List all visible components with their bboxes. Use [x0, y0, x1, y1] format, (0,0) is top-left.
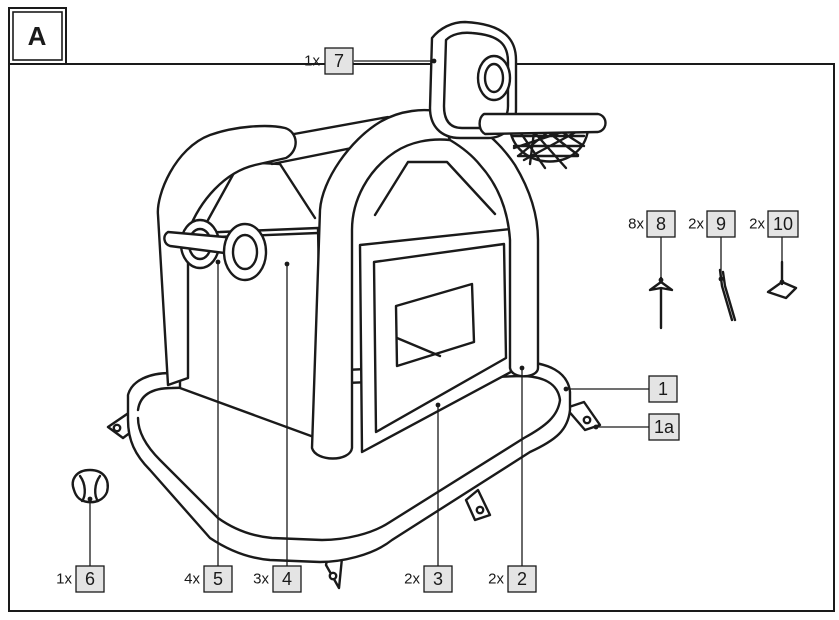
callout-part-3: 2x 3 [404, 565, 453, 593]
callout-part-10: 2x 10 [749, 210, 799, 238]
part-3-number: 3 [433, 569, 443, 589]
callout-part-8: 8x 8 [628, 210, 676, 238]
part-2-qty: 2x [488, 571, 504, 588]
diagram-frame [8, 63, 835, 612]
part-6-qty: 1x [56, 571, 72, 588]
figure-tag: A [8, 7, 67, 65]
ball-icon [71, 468, 109, 504]
part-3-qty: 2x [404, 571, 420, 588]
part-2-number: 2 [517, 569, 527, 589]
callout-part-1a: 1a [648, 413, 680, 441]
part-10-qty: 2x [749, 216, 765, 233]
leader-lines [89, 58, 783, 566]
part-9-qty: 2x [688, 216, 704, 233]
part-1-number: 1 [658, 379, 668, 399]
basketball-hoop [428, 20, 607, 170]
callout-part-5: 4x 5 [184, 565, 233, 593]
part-8-qty: 8x [628, 216, 644, 233]
callout-part-1: 1 [648, 375, 678, 403]
part-5-number: 5 [213, 569, 223, 589]
ground-stake-icon [648, 276, 674, 330]
callout-part-2: 2x 2 [488, 565, 537, 593]
throwing-rings [163, 218, 268, 282]
bounce-house-illustration [106, 20, 607, 590]
part-4-qty: 3x [253, 571, 269, 588]
figure-tag-letter: A [28, 21, 47, 51]
part-7-qty: 1x [304, 53, 320, 70]
part-8-number: 8 [656, 214, 666, 234]
part-4-number: 4 [282, 569, 292, 589]
callout-part-4: 3x 4 [253, 565, 302, 593]
callout-part-6: 1x 6 [56, 565, 105, 593]
callout-part-7: 1x 7 [304, 47, 354, 75]
repair-patch-icon [766, 260, 798, 300]
part-7-number: 7 [334, 51, 344, 71]
part-5-qty: 4x [184, 571, 200, 588]
part-1a-number: 1a [654, 417, 675, 437]
left-arch [156, 124, 297, 387]
part-10-number: 10 [773, 214, 793, 234]
right-arch [310, 108, 452, 460]
part-6-number: 6 [85, 569, 95, 589]
callout-part-9: 2x 9 [688, 210, 736, 238]
part-9-number: 9 [716, 214, 726, 234]
